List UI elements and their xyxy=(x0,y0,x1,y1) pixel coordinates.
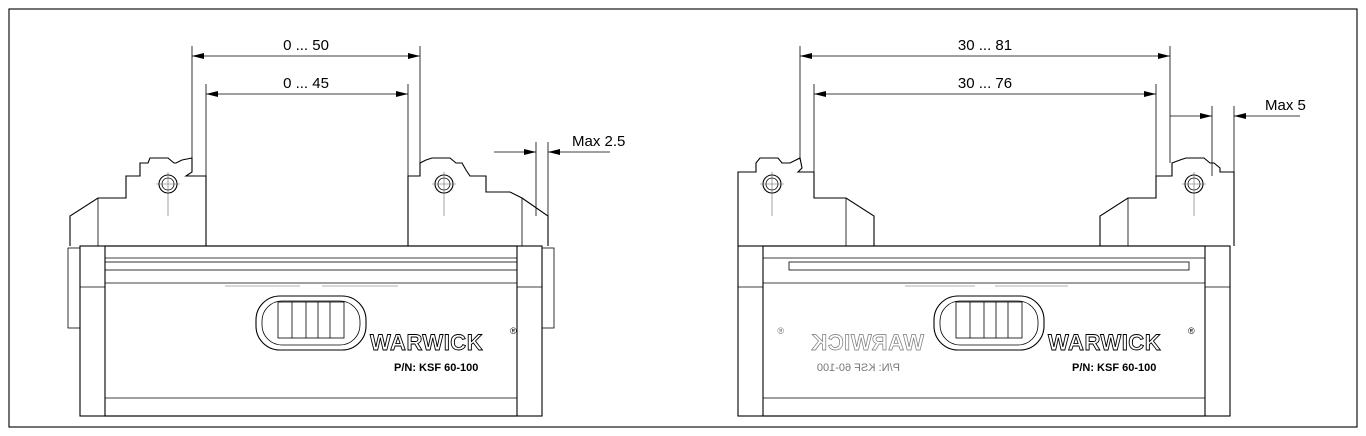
right-dimension-lines xyxy=(799,46,1300,176)
left-dim-outer-label: 0 ... 50 xyxy=(283,37,329,54)
left-registered-mark: ® xyxy=(510,326,517,336)
right-mirrored-registered: ® xyxy=(777,326,784,336)
left-jaw-a xyxy=(69,157,207,246)
right-mirrored-part-number: P/N: KSF 60-100 xyxy=(817,362,900,374)
right-handle-window xyxy=(933,295,1045,351)
left-part-number: P/N: KSF 60-100 xyxy=(394,362,478,374)
left-vise-view: 0 ... 50 0 ... 45 Max 2.5 WARWICK ® P/N:… xyxy=(67,37,625,417)
right-part-number: P/N: KSF 60-100 xyxy=(1072,362,1156,374)
left-dim-inner-label: 0 ... 45 xyxy=(283,75,329,92)
left-jaw-b xyxy=(407,157,549,246)
left-dimension-lines xyxy=(191,46,610,216)
right-jaw-b xyxy=(1099,157,1235,246)
right-dim-outer-label: 30 ... 81 xyxy=(958,37,1012,54)
left-brand-logo: WARWICK xyxy=(370,330,483,355)
right-dim-side-label: Max 5 xyxy=(1265,97,1306,114)
left-base-body xyxy=(67,245,555,417)
right-mirrored-brand: WARWICK xyxy=(811,330,924,355)
drawing-frame xyxy=(8,8,1358,428)
left-dim-side-label: Max 2.5 xyxy=(572,133,625,150)
right-mirrored-logo-group: WARWICK ® P/N: KSF 60-100 xyxy=(777,326,924,374)
right-dim-inner-label: 30 ... 76 xyxy=(958,75,1012,92)
right-jaw-a xyxy=(737,157,875,246)
right-brand-logo: WARWICK xyxy=(1048,330,1161,355)
right-base-body xyxy=(737,245,1231,417)
left-handle-window xyxy=(255,295,367,351)
right-vise-view: 30 ... 81 30 ... 76 Max 5 WARWICK ® P/N:… xyxy=(737,37,1306,417)
right-registered-mark: ® xyxy=(1188,326,1195,336)
